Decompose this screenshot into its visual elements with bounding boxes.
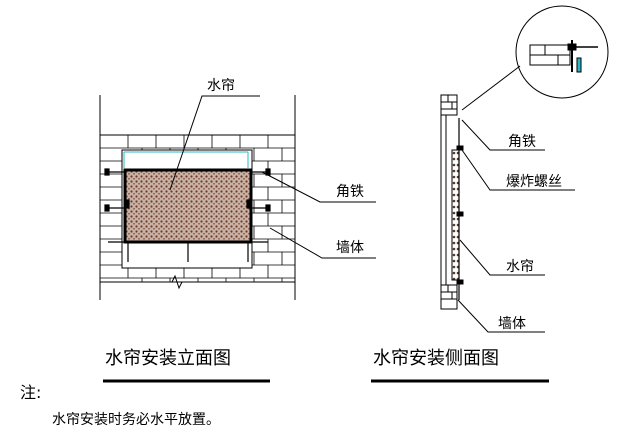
side-leader-angle-iron [461, 119, 545, 151]
leader-curtain [169, 95, 260, 191]
front-callout-wall: 墙体 [336, 240, 364, 256]
break-line [165, 274, 190, 290]
water-curtain-pad [123, 168, 253, 244]
detail-leader [461, 65, 521, 111]
side-callout-bolt: 爆炸螺丝 [506, 174, 562, 190]
side-elevation [440, 5, 609, 333]
notes-heading: 注: [20, 383, 41, 402]
side-callout-angle-iron: 角铁 [508, 134, 536, 150]
leader-wall [269, 227, 376, 259]
side-callout-curtain: 水帘 [506, 259, 534, 275]
detail-bubble [515, 5, 609, 99]
side-leader-wall [457, 299, 545, 333]
leader-angle-iron [261, 171, 376, 203]
front-caption: 水帘安装立面图 [105, 348, 231, 369]
notes-text: 水帘安装时务必水平放置。 [52, 412, 220, 428]
angle-iron-brackets [104, 168, 271, 262]
side-leader-bolt [461, 149, 575, 191]
front-callout-curtain: 水帘 [207, 78, 235, 94]
side-wall-bottom [440, 284, 458, 310]
side-wall-top [440, 94, 458, 116]
side-caption: 水帘安装侧面图 [373, 348, 499, 369]
front-elevation [99, 95, 376, 300]
side-leader-curtain [459, 239, 545, 276]
front-callout-angle-iron: 角铁 [336, 184, 364, 200]
side-callout-wall: 墙体 [498, 316, 526, 332]
